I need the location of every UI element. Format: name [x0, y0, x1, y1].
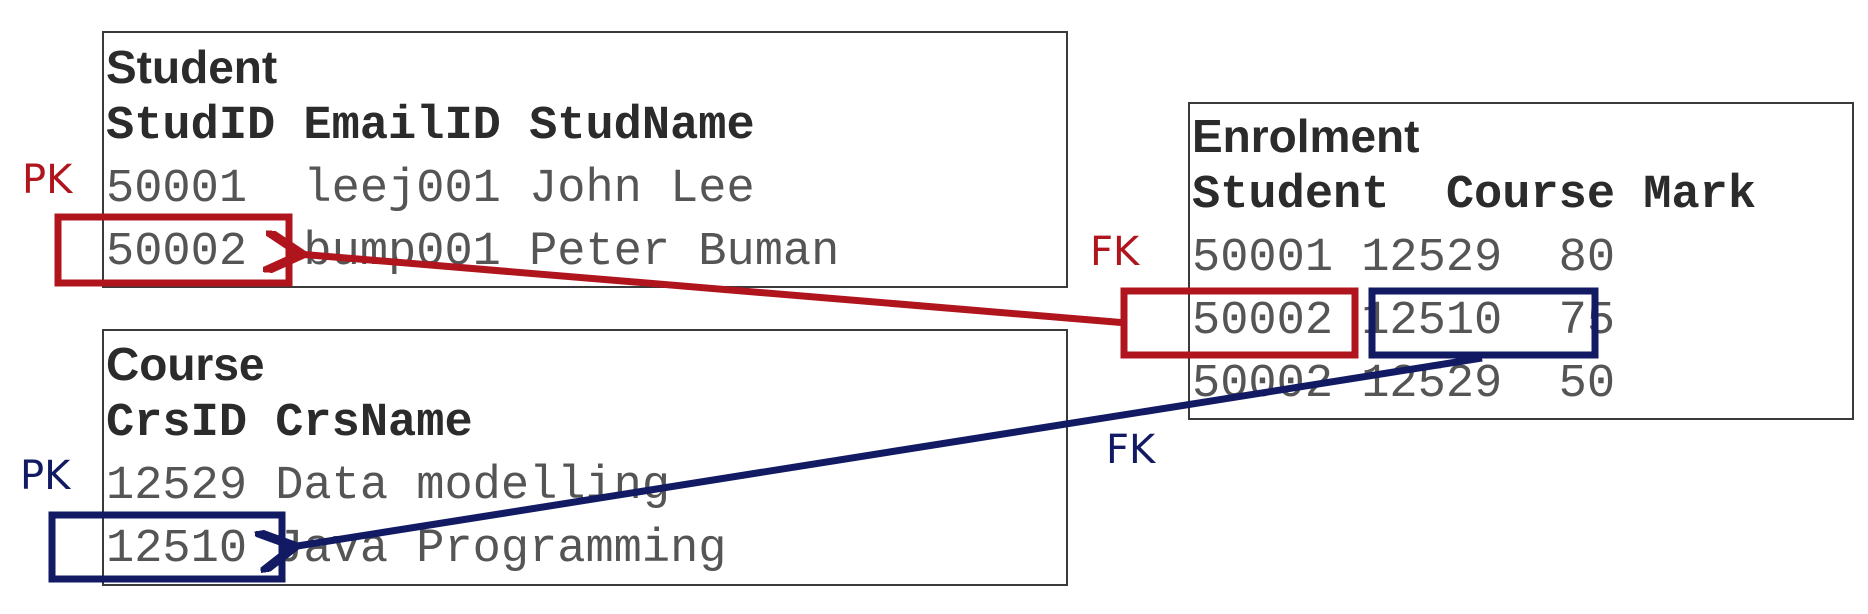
- course-pk-label: PK: [20, 453, 71, 499]
- course-pk-highlight: [48, 511, 286, 583]
- enrolment-course-fk-highlight: [1368, 287, 1599, 359]
- student-row: 50001 leej001 John Lee: [106, 163, 755, 216]
- student-row: 50002 bump001 Peter Buman: [106, 226, 840, 279]
- student-table: [102, 31, 1068, 288]
- student-table-header: StudID EmailID StudName: [106, 100, 755, 153]
- course-table: [102, 329, 1068, 586]
- student-pk-highlight: [54, 213, 293, 287]
- student-fk-arrow: [298, 254, 1128, 327]
- enrolment-table: [1188, 102, 1854, 420]
- student-pk-label: PK: [22, 157, 73, 203]
- enrolment-table-title: Enrolment: [1192, 110, 1420, 162]
- course-table-title: Course: [106, 338, 265, 390]
- course-row: 12529 Data modelling: [106, 460, 671, 513]
- enrolment-student-fk-label: FK: [1090, 229, 1140, 275]
- course-table-header: CrsID CrsName: [106, 397, 473, 450]
- enrolment-table-header: Student Course Mark: [1192, 169, 1757, 222]
- enrolment-row: 50002 12510 75: [1192, 295, 1616, 348]
- enrolment-row: 50001 12529 80: [1192, 232, 1616, 285]
- enrolment-student-fk-highlight: [1120, 287, 1359, 359]
- student-table-title: Student: [106, 41, 278, 93]
- course-fk-arrow: [291, 354, 1483, 547]
- enrolment-course-fk-label: FK: [1106, 427, 1156, 473]
